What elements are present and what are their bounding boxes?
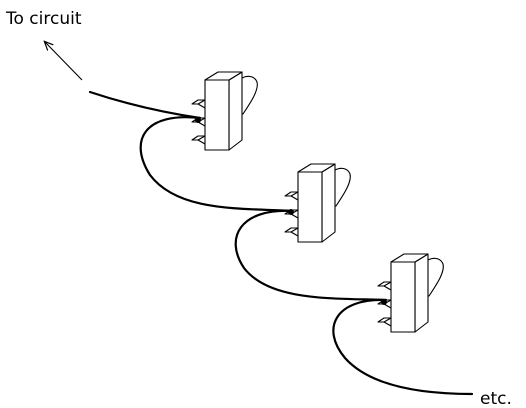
wire-tail — [332, 298, 474, 396]
switch-1 — [191, 71, 258, 151]
to-circuit-label: To circuit — [5, 9, 82, 29]
switch-2 — [284, 163, 351, 243]
etc-label: etc. — [480, 389, 512, 408]
wire-to-circuit — [88, 90, 202, 120]
wire-loop-1 — [139, 116, 295, 213]
to-circuit-arrow — [45, 42, 83, 81]
wire-loop-2 — [234, 209, 388, 302]
switch-3 — [377, 253, 444, 333]
